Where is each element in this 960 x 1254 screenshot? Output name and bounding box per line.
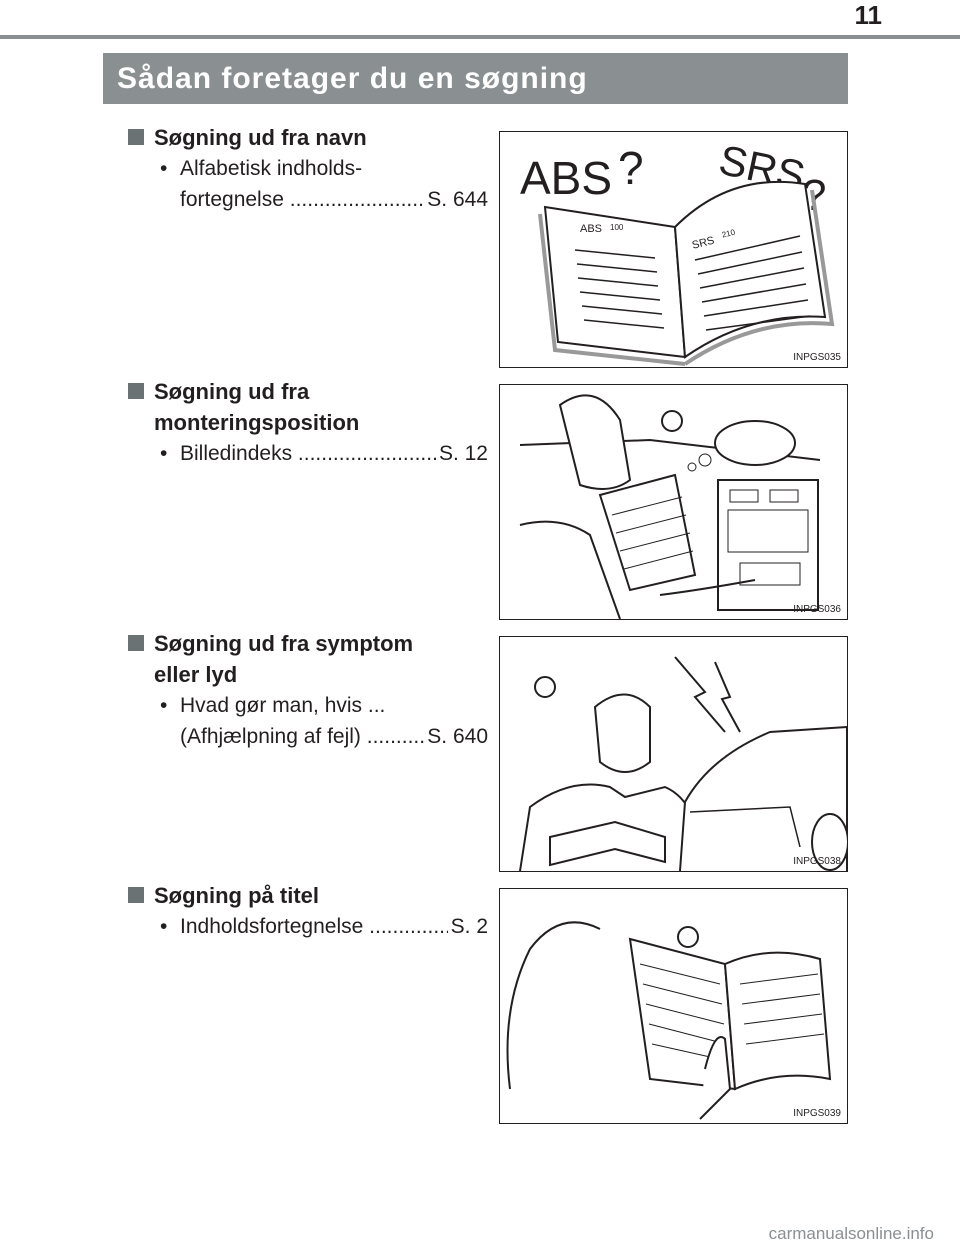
page-title: Sådan foretager du en søgning <box>103 53 848 104</box>
section-heading: Søgning ud fra monteringsposition <box>128 376 488 438</box>
top-rule <box>0 35 960 39</box>
section-search-by-name: Søgning ud fra navn • Alfabetisk indhold… <box>128 122 488 215</box>
index-entry: • Billedindeks S. 12 <box>128 438 488 469</box>
abs-index-label: ABS <box>580 223 602 235</box>
entry-label: fortegnelse <box>180 184 424 215</box>
bullet-dot-icon: • <box>160 442 168 465</box>
heading-line: eller lyd <box>154 662 238 687</box>
srs-page-label: 210 <box>721 228 737 240</box>
section-heading: Søgning ud fra symptom eller lyd <box>128 628 488 690</box>
figure-manual-index: ABS ? SRS ? ABS 100 SRS 210 INPGS035 <box>499 131 848 368</box>
page-reference: S. 2 <box>450 915 488 938</box>
heading-line: monteringsposition <box>154 410 360 435</box>
index-entry: • Alfabetisk indholds- fortegnelse S. 64… <box>128 153 488 215</box>
index-entry: • Hvad gør man, hvis ... (Afhjælpning af… <box>128 690 488 752</box>
figure-man-with-car: INPGS038 <box>499 636 848 872</box>
bullet-square-icon <box>128 129 144 145</box>
entry-label: Billedindeks <box>180 438 436 469</box>
section-heading: Søgning ud fra navn <box>128 122 488 153</box>
bullet-square-icon <box>128 887 144 903</box>
heading-line: Søgning på titel <box>154 883 319 908</box>
figure-driver-dashboard: INPGS036 <box>499 384 848 620</box>
abs-page-label: 100 <box>610 223 624 232</box>
bullet-dot-icon: • <box>160 694 168 717</box>
man-car-illustration <box>519 656 847 871</box>
heading-line: Søgning ud fra symptom <box>154 631 414 656</box>
light-bulb-icon <box>534 676 556 698</box>
entry-line: Alfabetisk indholds- <box>180 157 363 180</box>
reading-illustration <box>506 921 832 1120</box>
light-bulb-icon <box>677 926 699 948</box>
figure-code: INPGS038 <box>793 856 841 867</box>
watermark: carmanualsonline.info <box>768 1224 934 1243</box>
heading-line: Søgning ud fra <box>154 379 310 404</box>
figure-code: INPGS039 <box>793 1108 841 1119</box>
index-entry: • Indholdsfortegnelse S. 2 <box>128 911 488 942</box>
driver-illustration <box>519 394 821 619</box>
section-search-by-title: Søgning på titel • Indholdsfortegnelse S… <box>128 880 488 942</box>
light-bulb-icon <box>661 410 683 432</box>
figure-reading-manual: INPGS039 <box>499 888 848 1124</box>
section-heading: Søgning på titel <box>128 880 488 911</box>
figure-code: INPGS035 <box>793 352 841 363</box>
entry-label: (Afhjælpning af fejl) <box>180 721 424 752</box>
section-search-by-position: Søgning ud fra monteringsposition • Bill… <box>128 376 488 469</box>
page-reference: S. 12 <box>438 442 488 465</box>
page-reference: S. 644 <box>427 188 488 211</box>
bullet-dot-icon: • <box>160 157 168 180</box>
entry-label: Indholdsfortegnelse <box>180 911 448 942</box>
bullet-dot-icon: • <box>160 915 168 938</box>
bullet-square-icon <box>128 383 144 399</box>
page-reference: S. 640 <box>427 725 488 748</box>
heading-line: Søgning ud fra navn <box>154 125 367 150</box>
abs-label: ABS <box>520 152 612 204</box>
bullet-square-icon <box>128 635 144 651</box>
question-mark: ? <box>618 142 644 194</box>
open-manual-illustration: ABS ? SRS ? ABS 100 SRS 210 <box>520 136 835 366</box>
srs-index-label: SRS <box>691 235 716 252</box>
figure-code: INPGS036 <box>793 604 841 615</box>
page-number: 11 <box>854 0 883 30</box>
entry-line: Hvad gør man, hvis ... <box>180 694 386 717</box>
section-search-by-symptom: Søgning ud fra symptom eller lyd • Hvad … <box>128 628 488 752</box>
